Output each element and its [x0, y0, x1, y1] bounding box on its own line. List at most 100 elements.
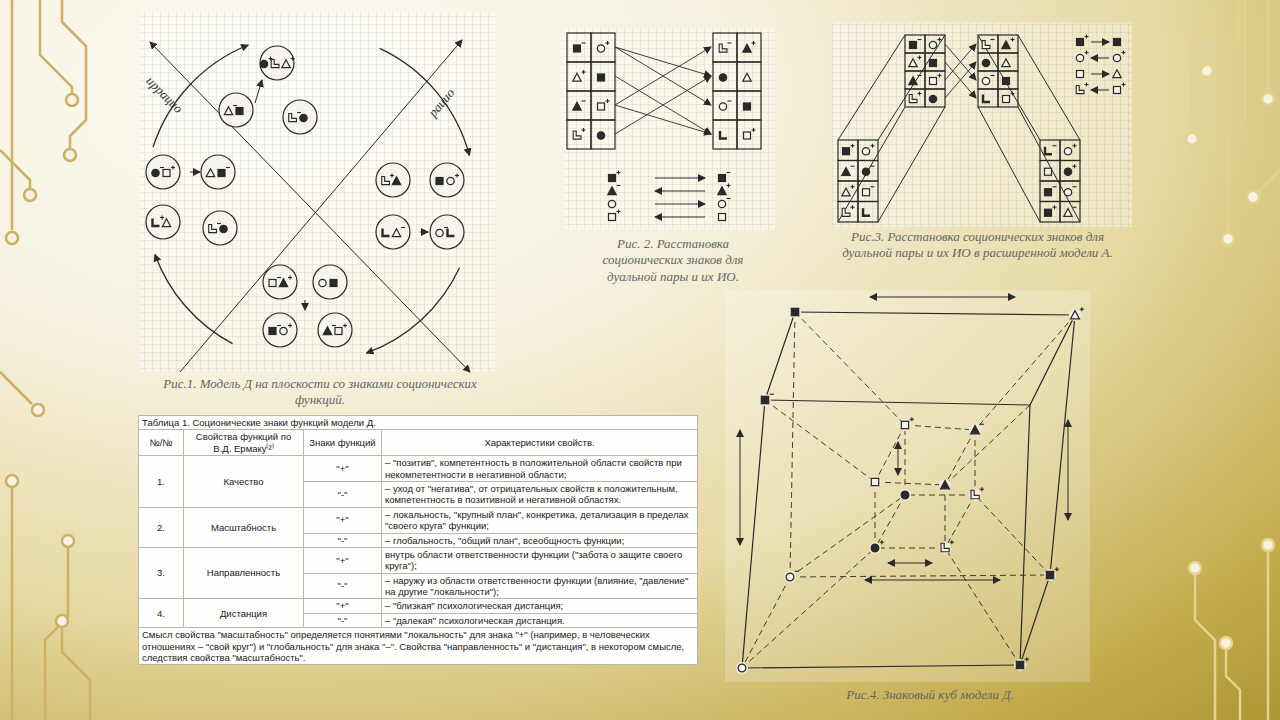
triangle-sign — [1064, 209, 1072, 217]
vertex-ground — [899, 489, 911, 501]
socionic-sign — [862, 144, 874, 155]
socionic-sign — [289, 113, 301, 122]
socionic-sign — [971, 487, 984, 499]
model-cell — [925, 53, 945, 71]
corner-sign — [941, 543, 949, 552]
model-cell — [905, 53, 925, 71]
table-cell: – "близкая" психологическая дистанция; — [382, 599, 698, 613]
sign-mark — [918, 75, 922, 76]
circuit-trace — [1267, 552, 1270, 720]
socionic-sign — [982, 76, 994, 85]
socionic-sign — [719, 173, 731, 182]
sketch-line — [945, 430, 975, 485]
socionic-sign — [1003, 78, 1010, 85]
circle-sign — [982, 77, 989, 84]
model-cell — [838, 161, 858, 182]
triangle-sign — [224, 107, 232, 115]
circle-sign — [929, 95, 936, 102]
socionic-sign — [1016, 657, 1029, 669]
cell-text: "+" — [336, 555, 348, 566]
circle-sign — [436, 229, 443, 236]
cell-text: – наружу из области ответственности функ… — [385, 575, 688, 597]
square-sign — [1114, 87, 1121, 94]
circuit-pad — [1186, 133, 1198, 145]
sketch-line — [1030, 315, 1075, 405]
model-cell — [905, 89, 925, 107]
cell-text: 1. — [157, 476, 165, 487]
model-cell — [998, 89, 1018, 107]
table-cell: 2. — [139, 507, 184, 547]
socionic-sign — [842, 166, 855, 175]
circuit-pad — [1220, 637, 1232, 649]
socionic-sign — [1113, 51, 1125, 62]
socionic-sign — [224, 106, 237, 115]
socionic-sign — [1002, 59, 1010, 67]
triangle-sign — [718, 187, 726, 195]
sign-mark — [391, 174, 392, 178]
sign-mark — [881, 540, 882, 544]
cell-text: – "позитив", компетентность в положитель… — [385, 457, 682, 479]
sign-mark — [852, 185, 853, 189]
table-cell: – уход от "негатива", от отрицательных с… — [382, 481, 698, 507]
table-cell: Смысл свойства "масштабность" определяет… — [139, 628, 698, 665]
socionic-sign — [842, 205, 854, 216]
sketch-line — [795, 312, 905, 425]
socionic-sign — [910, 40, 922, 49]
sign-mark — [1012, 38, 1013, 42]
sketch-line — [742, 577, 790, 668]
sign-mark — [728, 100, 732, 101]
model-cell — [591, 62, 615, 91]
socionic-sign — [1077, 35, 1089, 46]
model-cell — [998, 71, 1018, 89]
sign-mark — [1073, 207, 1077, 208]
corner-sign — [971, 490, 979, 499]
circuit-pad — [64, 149, 76, 161]
socionic-sign — [982, 40, 994, 49]
sketch-line — [742, 665, 1020, 668]
socionic-sign — [1064, 144, 1076, 155]
model-cell — [978, 89, 998, 107]
socionic-sign — [719, 74, 726, 81]
corner-sign — [382, 177, 390, 185]
caption-text: Рис. 2. Расстановка соционических знаков… — [603, 236, 744, 284]
vertex-ground — [736, 662, 748, 674]
circle-sign — [901, 491, 909, 499]
square-sign — [863, 189, 870, 196]
sketch-line — [865, 580, 1000, 581]
function-circle — [376, 215, 410, 249]
cell-text: – уход от "негатива", от отрицательных с… — [385, 483, 678, 505]
socionic-sign — [719, 43, 731, 52]
square-sign — [574, 45, 581, 52]
square-sign — [436, 178, 443, 185]
sketch-line — [1068, 420, 1069, 520]
sign-mark — [991, 75, 995, 76]
sketch-line — [420, 232, 428, 233]
model-cell — [737, 33, 761, 62]
sign-mark — [753, 41, 754, 45]
sketch-line — [742, 400, 765, 668]
sketch-line — [905, 495, 975, 496]
vertex-ground — [1044, 569, 1056, 581]
sketch-line — [945, 495, 975, 548]
sign-mark — [727, 172, 731, 173]
figure-dual-pair — [563, 28, 775, 230]
circuit-pad — [1247, 191, 1259, 203]
circuit-pad — [32, 404, 44, 416]
function-circle — [263, 313, 297, 347]
circle-sign — [152, 169, 159, 176]
triangle-sign — [743, 73, 751, 81]
square-sign — [719, 214, 726, 221]
model-cell — [1060, 140, 1080, 161]
square-sign — [930, 60, 937, 67]
circle-sign — [300, 114, 307, 121]
sketch-line — [975, 430, 976, 495]
square-sign — [1045, 209, 1052, 216]
sign-mark — [297, 112, 301, 113]
circuit-trace — [1267, 0, 1270, 92]
socionic-sign — [941, 540, 954, 552]
sign-mark — [172, 166, 173, 170]
sign-mark — [582, 42, 586, 43]
table-cell: 1. — [139, 456, 184, 508]
sketch-line — [875, 482, 876, 548]
sign-mark — [795, 571, 799, 572]
